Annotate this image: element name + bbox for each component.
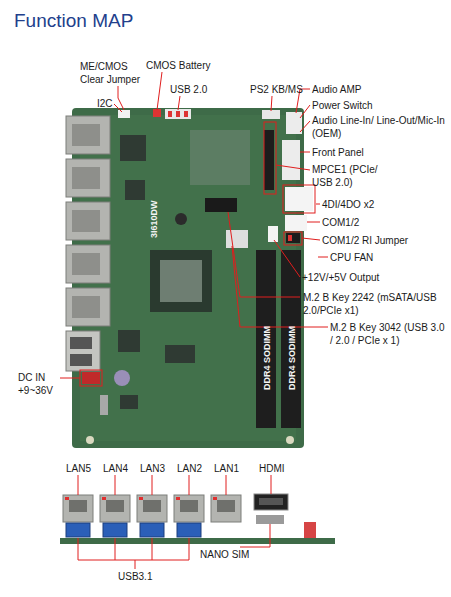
callout-label: CMOS Battery: [146, 59, 210, 72]
title: Function MAP: [14, 10, 133, 32]
highlight-boxes: [80, 122, 315, 386]
callout-label: PS2 KB/MS: [250, 83, 303, 96]
callout-label: COM1/2 RI Jumper: [322, 234, 408, 247]
silkscreen-text: DDR4 SODIMM: [261, 326, 274, 390]
silkscreen-text: DDR4 SODIMM: [286, 326, 299, 390]
callout-label: +12V/+5V Output: [302, 271, 379, 284]
pcb-shade: [80, 115, 296, 441]
callout-label: M.2 B Key 2242 (mSATA/USB 2.0/PCIe x1): [303, 291, 443, 317]
callout-label: Audio Line-In/ Line-Out/Mic-In (OEM): [312, 114, 446, 140]
sodimm-slot: [256, 250, 276, 428]
callout-label: LAN5: [66, 462, 91, 475]
callout-label: LAN1: [214, 462, 239, 475]
side-view: [60, 494, 335, 544]
callout-label: USB 2.0: [170, 83, 207, 96]
callout-label: Audio AMP: [312, 83, 361, 96]
callout-label: LAN2: [177, 462, 202, 475]
side-leader-lines: [78, 475, 271, 569]
callout-label: 4DI/4DO x2: [322, 198, 374, 211]
callout-label: LAN4: [103, 462, 128, 475]
callout-label: ME/CMOS Clear Jumper: [80, 60, 142, 86]
callout-label: NANO SIM: [200, 548, 249, 561]
callout-label: USB3.1: [118, 570, 152, 583]
callout-label: HDMI: [259, 462, 285, 475]
callout-label: I2C: [97, 97, 113, 110]
callout-label: MPCE1 (PCIe/ USB 2.0): [312, 163, 388, 189]
callout-label: CPU FAN: [330, 251, 373, 264]
callout-label: COM1/2: [322, 216, 359, 229]
headers: [118, 109, 313, 243]
callout-label: Power Switch: [312, 99, 373, 112]
rj45-ports: [66, 116, 110, 371]
sodimm-slot: [281, 250, 301, 428]
silkscreen-text: 3I610DW: [148, 200, 161, 238]
callout-label: LAN3: [140, 462, 165, 475]
components: [82, 130, 294, 444]
callout-label: Front Panel: [312, 146, 364, 159]
callout-label: M.2 B Key 3042 (USB 3.0 / 2.0 / PCIe x 1…: [330, 321, 448, 347]
callout-label: DC IN +9~36V: [18, 371, 58, 397]
